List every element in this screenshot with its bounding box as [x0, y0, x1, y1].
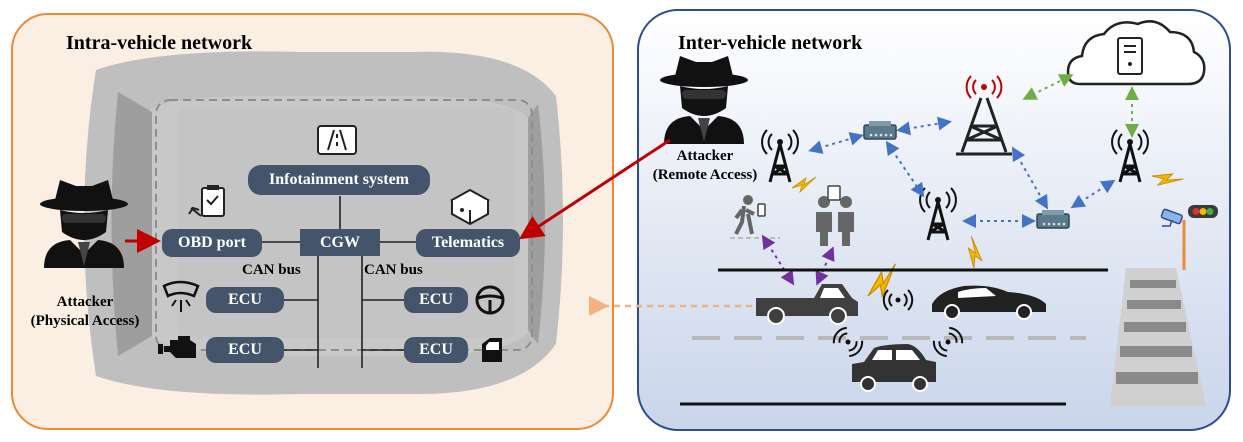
pedestrian-icon-couple	[816, 185, 854, 246]
cgw-box	[300, 229, 380, 256]
ecu-box-1	[206, 287, 284, 313]
physical-attacker-label-1: Attacker	[56, 294, 114, 310]
obd-port-box	[162, 229, 262, 257]
engine-icon	[158, 336, 196, 358]
remote-attacker-label-1: Attacker	[676, 148, 734, 164]
ecu-box-3	[404, 287, 468, 313]
cell-tower-icon-main	[956, 75, 1012, 156]
telematics-label: Telematics	[431, 234, 505, 251]
ecu-label-1: ECU	[228, 291, 262, 308]
obd-port-label: OBD port	[178, 234, 246, 251]
pickup-truck-icon	[756, 284, 858, 325]
infotainment-label: Infotainment system	[269, 171, 409, 188]
inter-network-title: Inter-vehicle network	[678, 32, 863, 54]
wiper-icon	[162, 280, 200, 312]
sports-car-icon	[932, 285, 1046, 320]
pedestrian-icon-phone	[734, 195, 766, 235]
ecu-label-4: ECU	[419, 341, 453, 358]
telematics-box	[416, 229, 520, 257]
telematics-box-icon	[449, 188, 491, 226]
cloud-server-icon	[1066, 20, 1206, 86]
ecu-label-3: ECU	[419, 291, 453, 308]
remote-attacker-label-2: (Remote Access)	[652, 167, 758, 183]
ecu-box-4	[404, 337, 468, 363]
sedan-icon	[852, 344, 936, 392]
diagnostic-tool-icon	[188, 185, 225, 217]
ecu-box-2	[206, 337, 284, 363]
intra-network-title: Intra-vehicle network	[66, 32, 253, 54]
ecu-label-2: ECU	[228, 341, 262, 358]
physical-attacker-label-2: (Physical Access)	[30, 313, 140, 329]
can-bus-label-right: CAN bus	[364, 262, 423, 278]
infotainment-screen-icon	[317, 125, 357, 155]
door-icon	[482, 338, 502, 362]
camera-icon	[1160, 208, 1183, 227]
infotainment-box	[248, 165, 430, 195]
can-bus-label-left: CAN bus	[242, 262, 301, 278]
steering-wheel-icon	[475, 285, 505, 315]
crosswalk-icon	[1110, 268, 1206, 406]
traffic-light-icon	[1182, 205, 1218, 270]
cgw-label: CGW	[320, 233, 360, 251]
